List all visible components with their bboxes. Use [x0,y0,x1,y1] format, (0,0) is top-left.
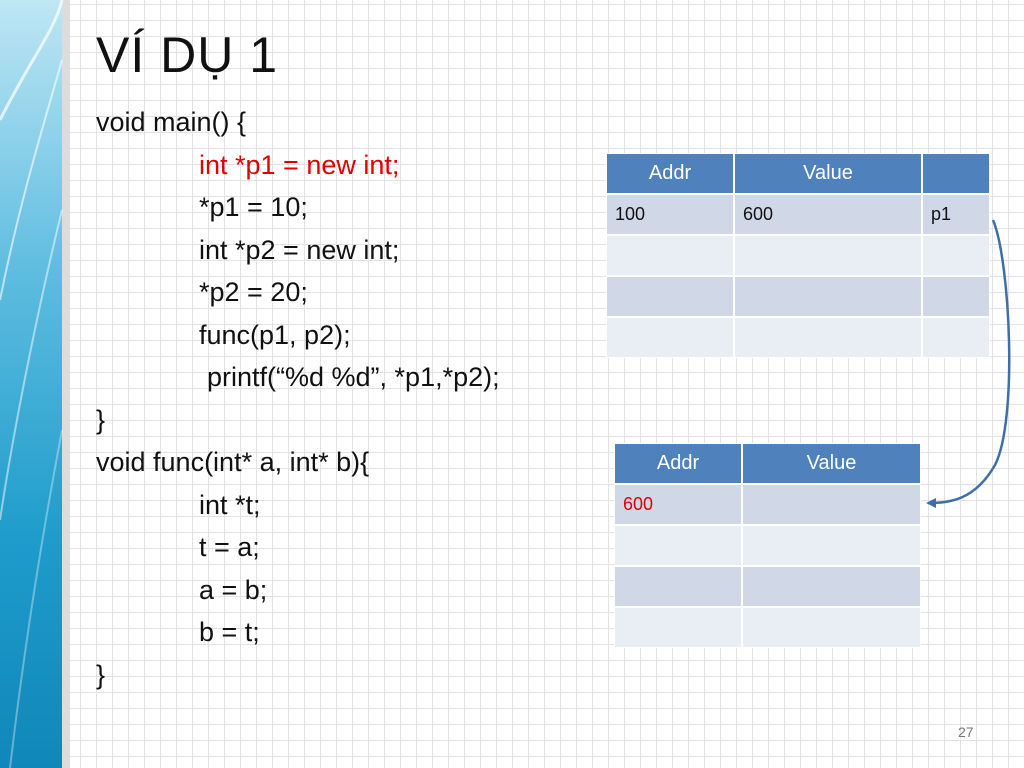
code-line: func(p1, p2); [199,319,351,350]
cell-label [922,235,990,276]
table-row [614,525,921,566]
column-header-label [922,153,990,194]
column-header-addr: Addr [606,153,734,194]
cell-addr [606,235,734,276]
cell-value [734,276,922,317]
code-block: void main() { int *p1 = new int; *p1 = 1… [96,101,500,696]
table-row [614,566,921,607]
memory-table-main: Addr Value 100 600 p1 [606,153,990,358]
table-header-row: Addr Value [614,443,921,484]
table-row [606,276,990,317]
code-line: } [96,659,106,690]
code-line: a = b; [199,574,268,605]
table-row: 600 [614,484,921,525]
code-line: *p1 = 10; [199,192,308,222]
decorative-side-band [0,0,70,768]
cell-value [742,484,921,525]
cell-label: p1 [922,194,990,235]
cell-addr: 100 [606,194,734,235]
cell-addr [614,566,742,607]
cell-value [742,525,921,566]
cell-value [734,317,922,358]
cell-addr [606,317,734,358]
column-header-addr: Addr [614,443,742,484]
cell-value [742,607,921,648]
table-row: 100 600 p1 [606,194,990,235]
code-line-highlighted: int *p1 = new int; [199,149,400,180]
column-header-value: Value [742,443,921,484]
slide-title: VÍ DỤ 1 [96,27,279,83]
code-line: int *p2 = new int; [199,234,400,265]
table-row [606,317,990,358]
table-row [606,235,990,276]
code-line: void func(int* a, int* b){ [96,447,370,477]
code-line: t = a; [199,532,260,562]
cell-addr [614,525,742,566]
table-header-row: Addr Value [606,153,990,194]
code-line: void main() { [96,107,247,137]
column-header-value: Value [734,153,922,194]
code-line: b = t; [199,617,260,647]
page-number: 27 [958,724,974,740]
cell-value: 600 [734,194,922,235]
cell-value [734,235,922,276]
cell-label [922,276,990,317]
cell-value [742,566,921,607]
code-line: } [96,404,106,435]
table-row [614,607,921,648]
code-line: printf(“%d %d”, *p1,*p2); [207,362,500,392]
cell-addr [614,607,742,648]
cell-addr [606,276,734,317]
code-line: *p2 = 20; [199,277,308,307]
cell-label [922,317,990,358]
cell-addr-highlighted: 600 [614,484,742,525]
code-line: int *t; [199,489,261,520]
memory-table-heap: Addr Value 600 [614,443,921,648]
